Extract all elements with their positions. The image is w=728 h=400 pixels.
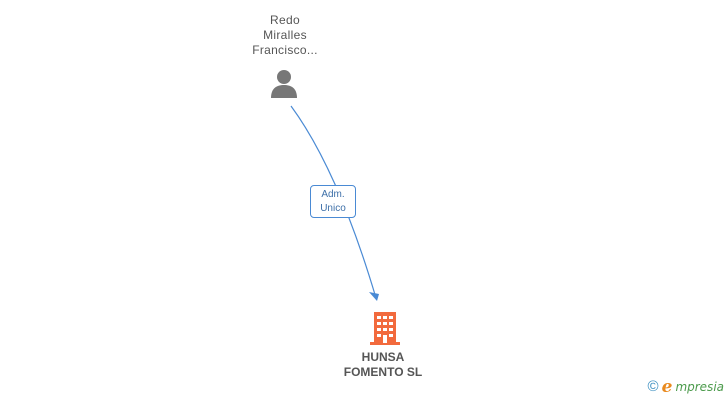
- relation-label[interactable]: Adm. Unico: [310, 185, 356, 218]
- brand-logo-text: mpresia: [675, 380, 724, 394]
- building-icon[interactable]: [368, 310, 402, 346]
- person-icon[interactable]: [268, 68, 300, 100]
- person-name-line-3: Francisco...: [252, 43, 318, 57]
- relation-label-line-1: Adm.: [321, 189, 345, 200]
- relation-label-line-2: Unico: [320, 203, 346, 214]
- brand-logo-initial: e: [661, 377, 673, 397]
- person-name-line-1: Redo: [270, 13, 300, 27]
- person-name-line-2: Miralles: [263, 28, 307, 42]
- company-name-line-2: FOMENTO SL: [343, 365, 423, 379]
- company-name[interactable]: HUNSA FOMENTO SL: [323, 350, 443, 380]
- company-name-line-1: HUNSA: [361, 350, 405, 364]
- relation-edge-arrowhead: [369, 292, 379, 301]
- person-name[interactable]: Redo Miralles Francisco...: [225, 13, 345, 58]
- copyright-icon: ©: [647, 378, 659, 395]
